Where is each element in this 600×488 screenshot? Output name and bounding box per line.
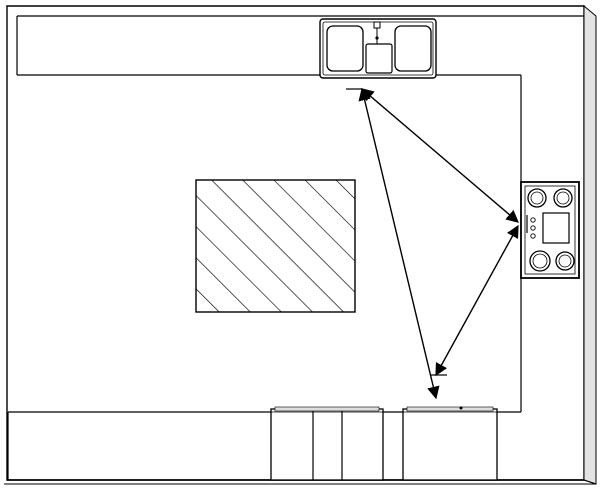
stove-to-fridge-arrow <box>435 224 519 377</box>
island <box>195 179 356 313</box>
work-triangle <box>346 87 528 400</box>
sink-to-fridge-arrow <box>358 87 440 400</box>
refrigerator <box>402 406 498 481</box>
stove <box>520 181 580 279</box>
sink-to-stove-arrow <box>361 88 519 223</box>
cabinets <box>270 406 384 481</box>
sink <box>319 18 437 79</box>
